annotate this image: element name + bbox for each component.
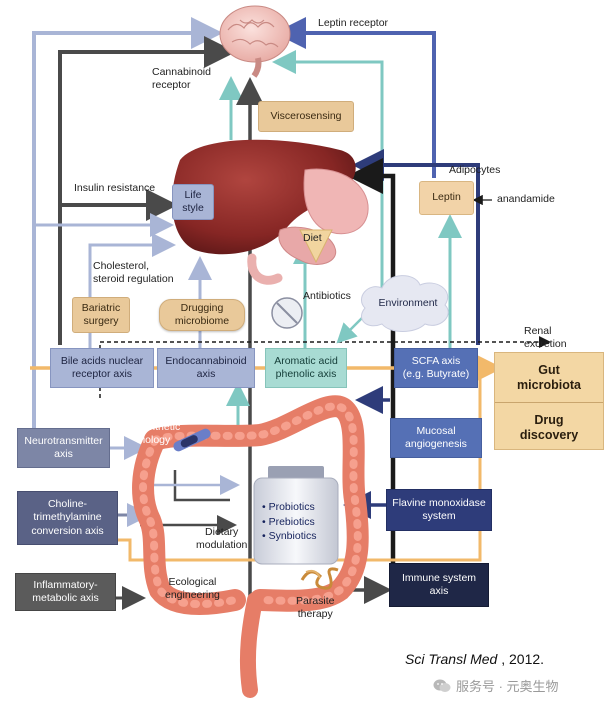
viscerosensing-box: Viscerosensing <box>258 101 354 132</box>
environment-label: Environment <box>378 297 438 310</box>
probiotics-bottle <box>253 466 339 565</box>
parasite-illustration <box>300 567 339 590</box>
citation-year: , 2012. <box>497 651 545 667</box>
connector-inner-gray <box>173 470 230 502</box>
wechat-icon <box>433 679 451 692</box>
ecological-engineering-label: Ecological engineering <box>165 576 220 602</box>
bile-acids-box: Bile acids nuclear receptor axis <box>50 348 154 388</box>
leptin-box: Leptin <box>419 181 474 215</box>
neurotransmitter-box: Neurotransmitter axis <box>17 428 110 468</box>
parasite-therapy-label: Parasite therapy <box>296 595 335 621</box>
mucosal-angiogenesis-box: Mucosal angiogenesis <box>390 418 482 458</box>
cholesterol-label: Cholesterol, steroid regulation <box>93 260 174 286</box>
synthetic-biology-label: Synthetic biology <box>137 421 181 447</box>
gut-microbiota-drug-discovery-box: Gut microbiota Drug discovery <box>494 352 604 450</box>
antibiotics-pill <box>271 297 303 329</box>
aromatic-acid-box: Aromatic acid phenolic axis <box>265 348 347 388</box>
intestine-illustration <box>132 395 369 698</box>
watermark-text: 服务号 · 元奥生物 <box>456 679 559 694</box>
probiotics-list: • Probiotics • Prebiotics • Synbiotics <box>262 501 317 543</box>
life-style-box: Life style <box>172 184 214 220</box>
gut-microbiota-label: Gut microbiota <box>517 362 581 392</box>
environment-cloud <box>360 275 449 332</box>
adipocytes-label: Adipocytes <box>449 164 501 176</box>
renal-excretion-label: Renal excretion <box>524 325 567 351</box>
leptin-receptor-label: Leptin receptor <box>318 17 389 29</box>
connector-navy-right <box>352 149 480 345</box>
citation-journal: Sci Transl Med <box>405 651 498 667</box>
inflammatory-metabolic-box: Inflammatory- metabolic axis <box>15 573 116 611</box>
citation: Sci Transl Med , 2012. <box>405 651 544 667</box>
connector-cannabinoid <box>58 36 236 345</box>
anandamide-label: anandamide <box>497 193 555 205</box>
insulin-resistance-label: Insulin resistance <box>74 182 156 194</box>
antibiotics-label: Antibiotics <box>303 290 351 302</box>
connector-teal-top <box>272 50 384 290</box>
drugging-microbiome-box: Drugging microbiome <box>159 299 245 331</box>
diet-triangle <box>299 229 333 264</box>
immune-system-box: Immune system axis <box>389 563 489 607</box>
connector-leptin-receptor <box>274 17 436 178</box>
diet-label: Diet <box>303 232 322 244</box>
bariatric-surgery-box: Bariatric surgery <box>72 297 130 333</box>
liver-illustration <box>172 139 369 285</box>
brain-illustration <box>219 5 291 78</box>
watermark: 服务号 · 元奥生物 <box>433 676 559 695</box>
flavine-monoxidase-box: Flavine monoxidase system <box>386 489 492 531</box>
synthetic-biology-device <box>173 428 211 452</box>
scfa-axis-box: SCFA axis (e.g. Butyrate) <box>394 348 478 388</box>
connector-renal <box>99 336 551 398</box>
connector-left-lavender <box>32 17 223 440</box>
endocannabinoid-box: Endocannabinoid axis <box>157 348 255 388</box>
drug-discovery-label: Drug discovery <box>495 402 603 452</box>
choline-box: Choline- trimethylamine conversion axis <box>17 491 118 545</box>
dietary-modulation-label: Dietary modulation <box>196 526 248 552</box>
cannabinoid-receptor-label: Cannabinoid receptor <box>152 66 211 92</box>
